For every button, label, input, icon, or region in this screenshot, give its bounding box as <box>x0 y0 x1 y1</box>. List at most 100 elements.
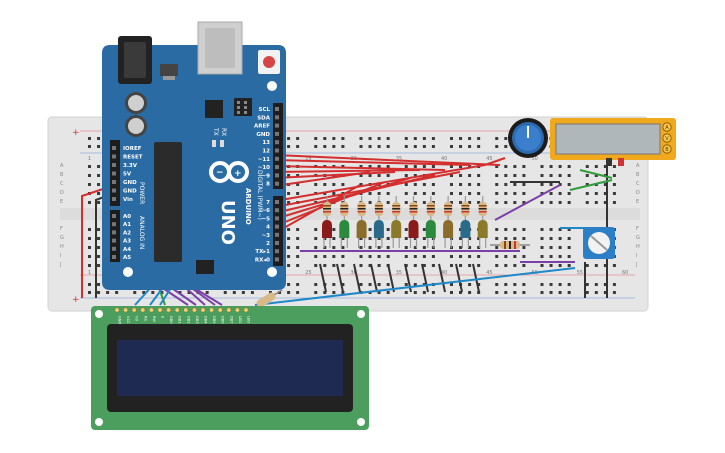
pin-label: A4 <box>123 247 131 253</box>
breadboard-hole <box>567 201 571 204</box>
pin-label: 7 <box>266 200 270 206</box>
breadboard-hole <box>332 246 336 249</box>
breadboard-hole <box>495 145 499 148</box>
breadboard-hole <box>468 165 472 168</box>
breadboard-hole <box>585 174 589 177</box>
breadboard-hole <box>603 183 607 186</box>
breadboard-hole <box>422 255 426 258</box>
breadboard-hole <box>97 137 101 140</box>
breadboard-hole <box>513 237 517 240</box>
breadboard-hole <box>404 183 408 186</box>
lcd-pin <box>234 307 240 313</box>
led <box>391 220 402 248</box>
breadboard-hole <box>404 174 408 177</box>
breadboard-hole <box>549 237 553 240</box>
breadboard-hole <box>504 291 508 294</box>
breadboard-hole <box>368 137 372 140</box>
breadboard-hole <box>359 165 363 168</box>
potentiometer-trimmer[interactable] <box>583 227 615 259</box>
digital-label: DIGITAL (PWM~) <box>256 170 263 220</box>
breadboard-hole <box>495 246 499 249</box>
potentiometer-large[interactable] <box>508 118 548 158</box>
header-pin <box>275 107 279 111</box>
breadboard-hole <box>413 237 417 240</box>
breadboard-hole <box>296 174 300 177</box>
breadboard-hole <box>88 183 91 186</box>
pin-label: 12 <box>262 149 270 155</box>
column-number: 40 <box>441 156 447 162</box>
pin-label: A5 <box>123 255 131 261</box>
breadboard-hole <box>97 237 101 240</box>
pin-label: ~9 <box>262 173 271 179</box>
breadboard-hole <box>540 246 544 249</box>
breadboard-hole <box>413 145 417 148</box>
breadboard-hole <box>459 174 463 177</box>
breadboard-hole <box>477 192 481 195</box>
lcd-pin <box>217 307 223 313</box>
column-number: 1 <box>88 270 91 276</box>
breadboard-hole <box>504 255 508 258</box>
breadboard-hole <box>287 145 291 148</box>
relay-module: AVB <box>550 118 676 166</box>
breadboard-hole <box>368 174 372 177</box>
header-pin <box>112 238 116 243</box>
reset-button-cap[interactable] <box>263 56 275 68</box>
led-resistor <box>409 196 418 222</box>
breadboard-hole <box>422 165 426 168</box>
breadboard-hole <box>377 174 381 177</box>
row-letter: F <box>636 226 639 232</box>
power-jack-inner <box>124 42 146 78</box>
lcd-pin-label: DB6 <box>221 316 225 324</box>
breadboard-hole <box>431 137 435 140</box>
breadboard-hole <box>603 264 607 267</box>
breadboard-hole <box>585 192 589 195</box>
breadboard-hole <box>477 237 481 240</box>
breadboard-hole <box>404 228 408 231</box>
column-number: 45 <box>486 270 492 276</box>
breadboard-hole <box>468 255 472 258</box>
breadboard-hole <box>450 264 453 267</box>
breadboard-hole <box>477 283 481 286</box>
breadboard-hole <box>287 246 291 249</box>
breadboard-hole <box>603 165 607 168</box>
header-pin <box>275 131 279 136</box>
lcd-pin <box>166 307 172 313</box>
breadboard-hole <box>296 228 300 231</box>
wire-red-d2 <box>274 184 361 234</box>
breadboard-hole <box>88 255 91 258</box>
breadboard-hole <box>540 255 544 258</box>
row-letter: C <box>636 181 640 187</box>
tx-led <box>212 140 216 147</box>
breadboard-hole <box>386 283 390 286</box>
breadboard-hole <box>413 291 417 294</box>
breadboard-hole <box>558 283 562 286</box>
breadboard-hole <box>504 137 508 140</box>
pin-label: RX◂0 <box>255 257 270 263</box>
arduino-logo: − + <box>209 161 249 183</box>
breadboard-hole <box>477 246 481 249</box>
header-pin <box>275 156 279 161</box>
row-letter: J <box>635 262 637 268</box>
header-pin <box>275 200 279 204</box>
breadboard-hole <box>359 183 363 186</box>
relay-terminal-label: A <box>665 125 669 131</box>
breadboard-hole <box>223 291 227 294</box>
breadboard-hole <box>341 283 345 286</box>
breadboard-hole <box>477 183 481 186</box>
analog-label: ANALOG IN <box>138 216 145 249</box>
lcd-mount-3 <box>95 418 103 426</box>
pin-label: 8 <box>266 182 270 188</box>
row-letter: I <box>636 253 637 259</box>
row-letter: H <box>60 244 64 250</box>
arduino-logo-minus: − <box>216 168 224 178</box>
breadboard-hole <box>323 264 327 267</box>
breadboard-hole <box>594 291 598 294</box>
breadboard-hole <box>341 264 345 267</box>
breadboard-hole <box>323 291 327 294</box>
breadboard-hole <box>585 264 589 267</box>
breadboard-hole <box>504 192 508 195</box>
breadboard-hole <box>549 165 553 168</box>
breadboard-hole <box>359 283 363 286</box>
breadboard-hole <box>296 291 300 294</box>
breadboard-hole <box>567 174 571 177</box>
